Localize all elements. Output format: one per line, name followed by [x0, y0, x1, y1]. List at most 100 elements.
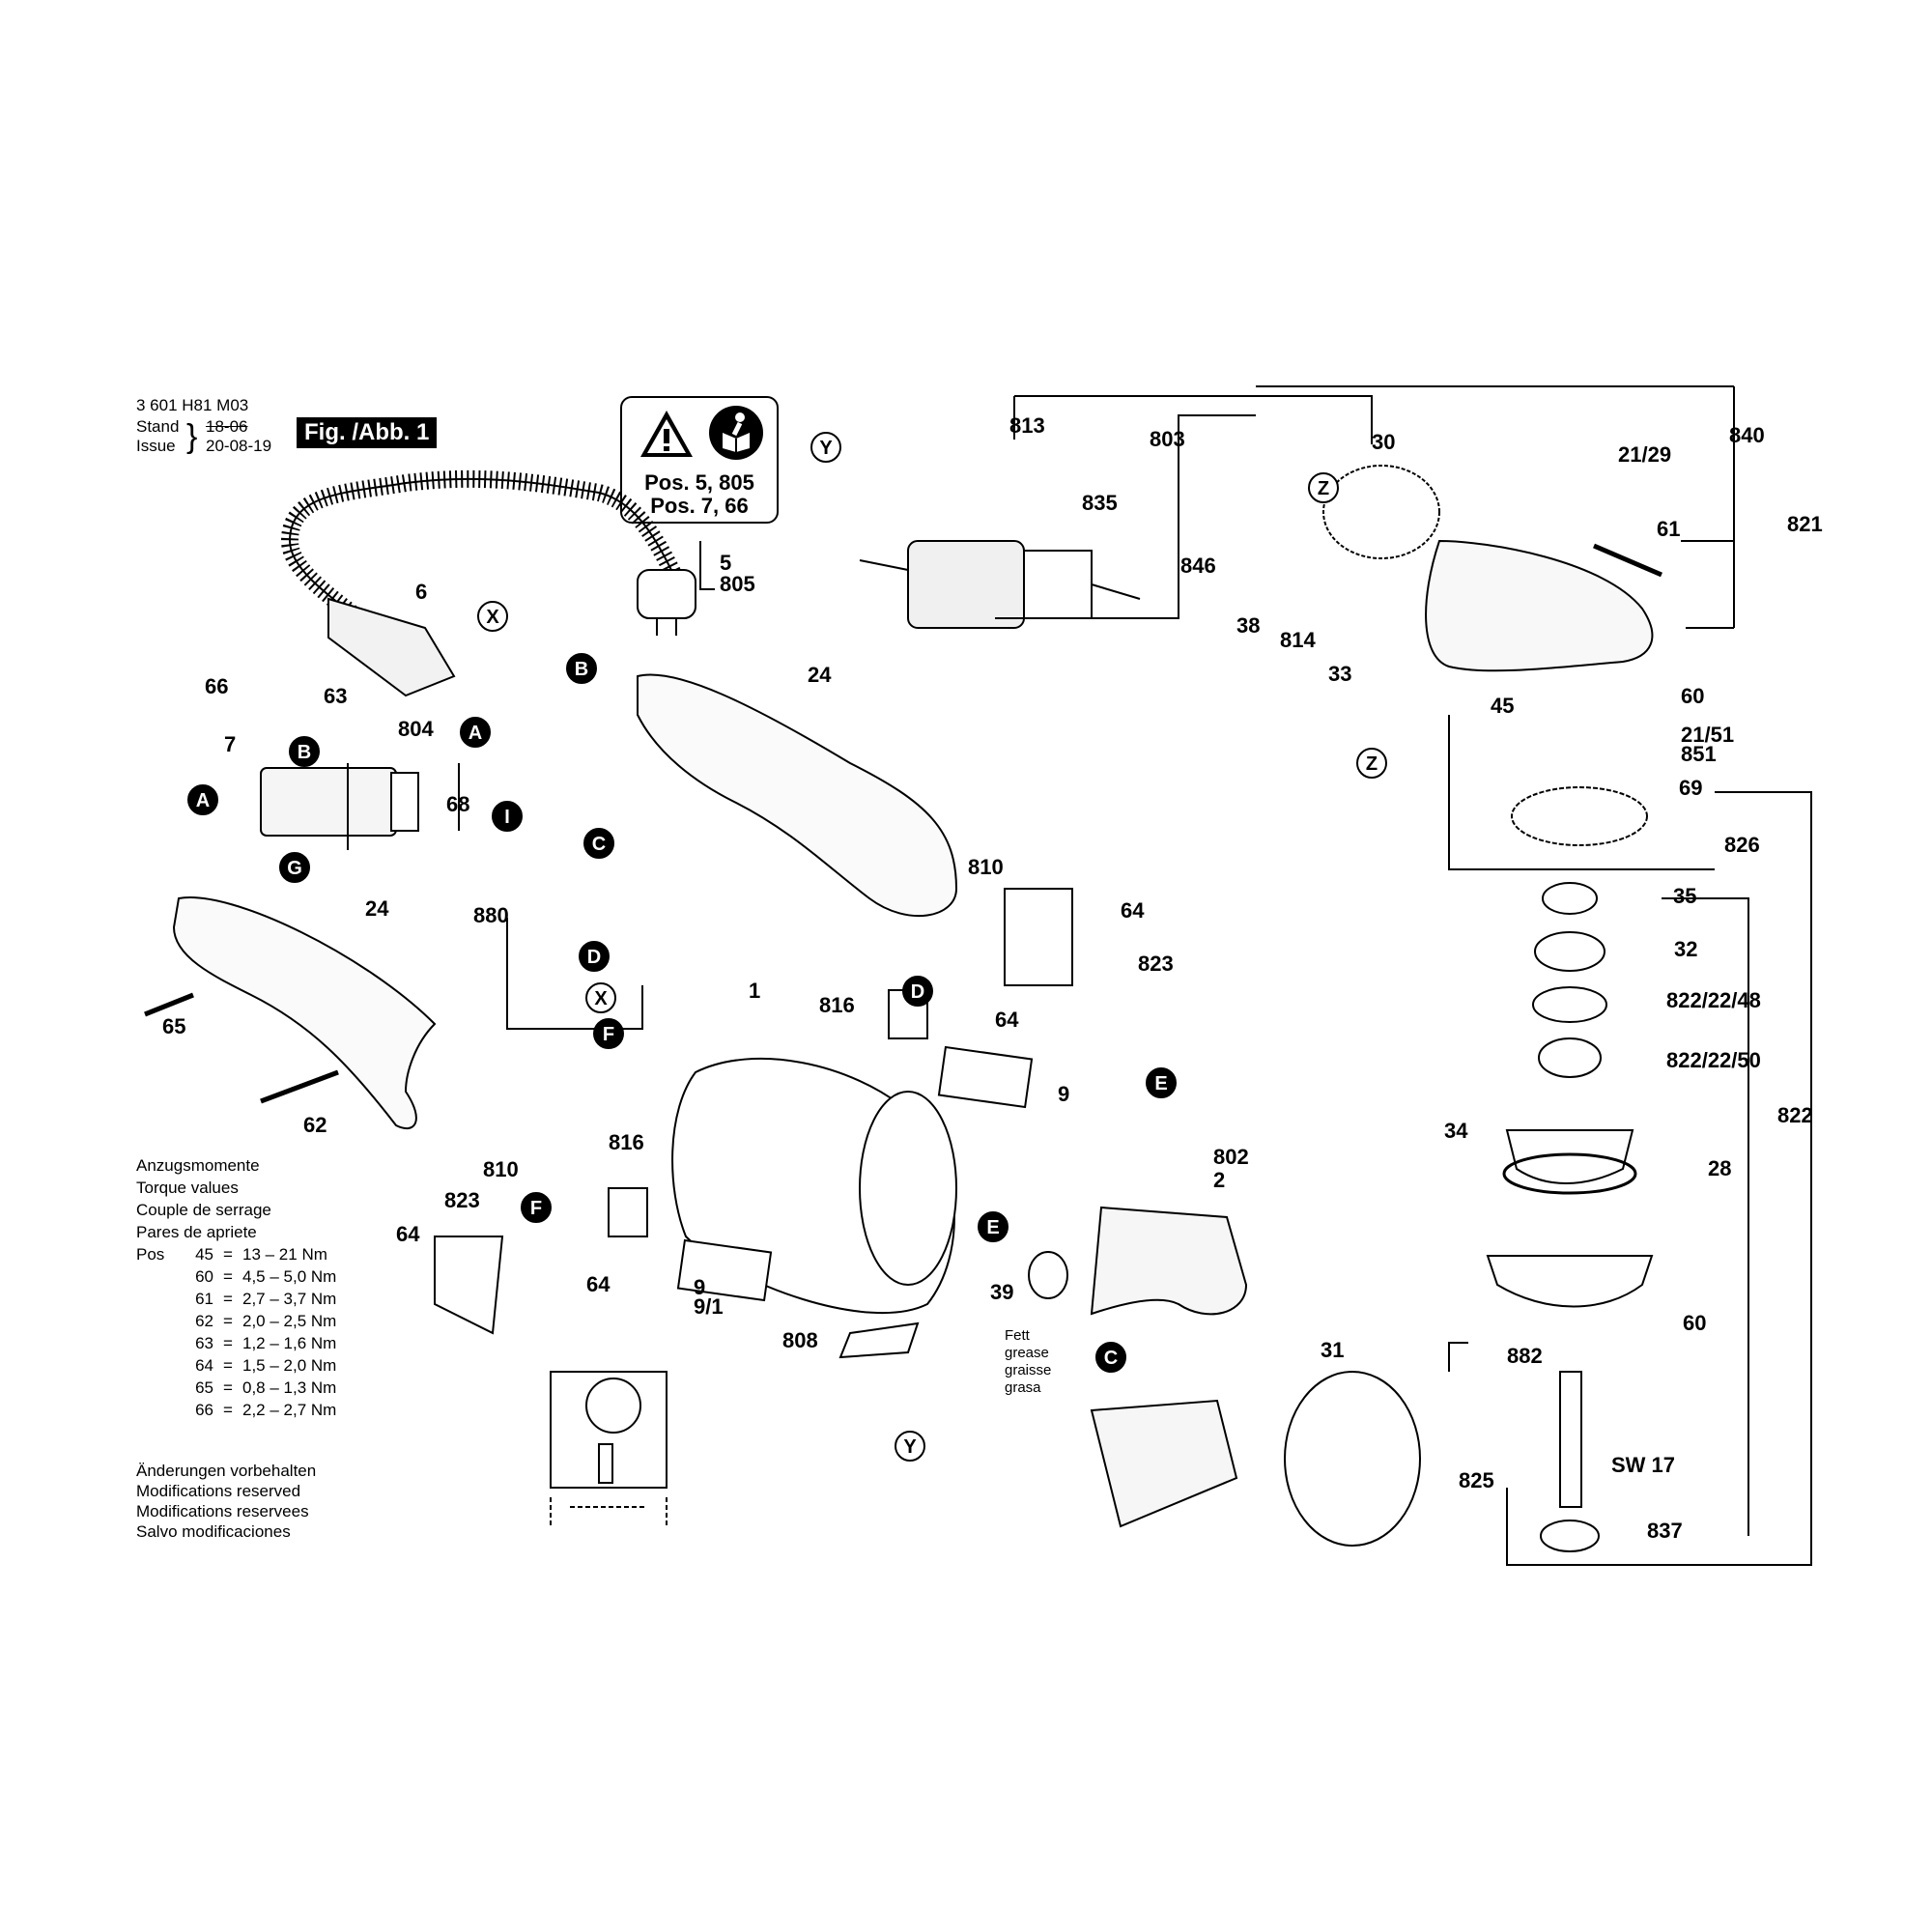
torque-pos: 45: [195, 1245, 213, 1264]
grease-line: Fett: [1005, 1327, 1030, 1344]
part-label-5: 5: [720, 551, 731, 575]
torque-title-1: Anzugsmomente: [136, 1156, 260, 1175]
part-label-32: 32: [1674, 937, 1697, 961]
stand-label: Stand: [136, 417, 180, 436]
connector-d: D: [579, 941, 610, 972]
torque-pos: 61: [195, 1290, 213, 1308]
part-label-9: 9: [1058, 1082, 1069, 1106]
torque-row: 66=2,2 – 2,7 Nm: [136, 1399, 336, 1421]
part-label-814: 814: [1280, 628, 1316, 652]
connector-letter: Z: [1318, 478, 1329, 499]
torque-row: 64=1,5 – 2,0 Nm: [136, 1354, 336, 1377]
connector-x: X: [585, 982, 616, 1013]
connector-c: C: [583, 828, 614, 859]
connector-z: Z: [1356, 748, 1387, 779]
part-label-816: 816: [819, 993, 855, 1017]
connector-e: E: [978, 1211, 1009, 1242]
torque-title-2: Torque values: [136, 1179, 239, 1197]
bevel-gear-30: [1322, 465, 1440, 559]
part-label-63: 63: [324, 684, 347, 708]
connector-z: Z: [1308, 472, 1339, 503]
warning-line-2: Pos. 7, 66: [650, 494, 749, 518]
cord-grommet: [327, 597, 456, 697]
label-9b: [676, 1238, 773, 1302]
wiring-schematic: [550, 1371, 668, 1526]
part-label-813: 813: [1009, 413, 1045, 438]
motor-housing-opening: [859, 1091, 957, 1286]
part-label-28: 28: [1708, 1156, 1731, 1180]
connector-letter: F: [603, 1024, 614, 1045]
connector-letter: E: [986, 1217, 999, 1238]
torque-eq: =: [223, 1378, 233, 1397]
bearing-822-50: [1538, 1037, 1602, 1078]
part-label-880: 880: [473, 903, 509, 927]
cover-823: [1004, 888, 1073, 986]
part-label-822: 822: [1777, 1103, 1813, 1127]
part-label-64: 64: [1121, 898, 1145, 923]
part-label-821: 821: [1787, 512, 1823, 536]
screw-65: [144, 992, 194, 1017]
part-label-39: 39: [990, 1280, 1013, 1304]
connector-b: B: [566, 653, 597, 684]
part-label-808: 808: [782, 1328, 818, 1352]
connector-g: G: [279, 852, 310, 883]
part-label-21-51: 21/51: [1681, 723, 1734, 747]
connector-y: Y: [895, 1431, 925, 1462]
part-label-SW-17: SW 17: [1611, 1453, 1675, 1477]
part-label-823: 823: [444, 1188, 480, 1212]
part-label-810: 810: [968, 855, 1004, 879]
part-label-60: 60: [1683, 1311, 1706, 1335]
bearing-flange-34: [1505, 1129, 1634, 1184]
torque-pos: 64: [195, 1356, 213, 1375]
connector-d: D: [902, 976, 933, 1007]
bearing-flange: [1486, 1255, 1654, 1308]
part-label-30: 30: [1372, 430, 1395, 454]
torque-eq: =: [223, 1334, 233, 1352]
torque-eq: =: [223, 1401, 233, 1419]
part-label-65: 65: [162, 1014, 185, 1038]
figure-label: Fig. /Abb. 1: [297, 417, 438, 448]
fan-baffle-31: [1284, 1371, 1421, 1547]
torque-value: 2,2 – 2,7 Nm: [242, 1401, 337, 1419]
part-label-64: 64: [396, 1222, 420, 1246]
issue-value: 20-08-19: [206, 437, 272, 455]
connector-letter: B: [575, 659, 588, 680]
part-label-6: 6: [415, 580, 427, 604]
part-label-38: 38: [1236, 613, 1260, 638]
connector-letter: Z: [1366, 753, 1378, 775]
connector-f: F: [521, 1192, 552, 1223]
gear-housing: [1425, 539, 1654, 672]
part-label-2: 2: [1213, 1168, 1225, 1192]
mod-line: Salvo modificaciones: [136, 1522, 291, 1541]
connector-b: B: [289, 736, 320, 767]
grease-line: grasa: [1005, 1379, 1041, 1396]
screw-61: [1593, 543, 1662, 578]
part-label-835: 835: [1082, 491, 1118, 515]
connector-letter: C: [592, 834, 606, 855]
mod-line: Modifications reservees: [136, 1502, 309, 1520]
connector-a: A: [187, 784, 218, 815]
leader-lines: [347, 385, 1812, 1566]
connector-letter: A: [196, 790, 210, 811]
torque-pos: 63: [195, 1334, 213, 1352]
stand-value: 18-06: [206, 417, 248, 436]
torque-title-3: Couple de serrage: [136, 1201, 271, 1219]
part-label-822-22-50: 822/22/50: [1666, 1048, 1761, 1072]
connector-letter: F: [530, 1198, 542, 1219]
torque-eq: =: [223, 1267, 233, 1286]
connector-letter: A: [469, 723, 482, 744]
brush-holder-816b: [608, 1187, 648, 1237]
grease-line: grease: [1005, 1345, 1049, 1361]
part-label-846: 846: [1180, 554, 1216, 578]
part-label-7: 7: [224, 732, 236, 756]
torque-value: 2,7 – 3,7 Nm: [242, 1290, 337, 1308]
part-label-31: 31: [1321, 1338, 1344, 1362]
connector-letter: X: [486, 607, 499, 628]
part-label-24: 24: [365, 896, 389, 921]
torque-pos: 65: [195, 1378, 213, 1397]
torque-value: 4,5 – 5,0 Nm: [242, 1267, 337, 1286]
part-label-840: 840: [1729, 423, 1765, 447]
connector-f: F: [593, 1018, 624, 1049]
connector-letter: Y: [903, 1436, 917, 1458]
part-label-35: 35: [1673, 884, 1696, 908]
